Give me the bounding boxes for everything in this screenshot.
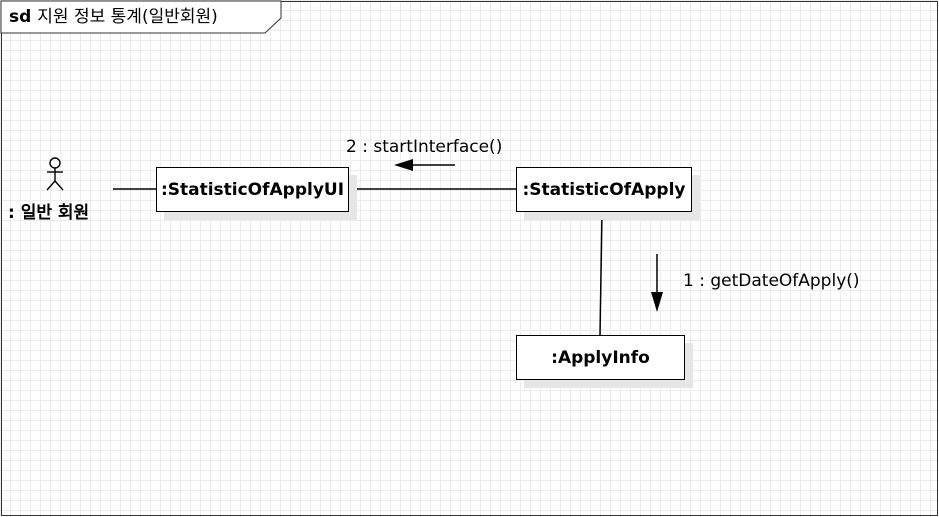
link-stat-info	[599, 211, 603, 336]
frame-tab-shape	[0, 0, 282, 34]
actor-label: : 일반 회원	[8, 203, 90, 223]
stick-figure-icon	[46, 157, 64, 191]
frame-title-text: 지원 정보 통계(일반회원)	[37, 7, 218, 27]
lifeline-statistic-of-apply[interactable]: :StatisticOfApply	[516, 167, 692, 212]
lifeline-label: :StatisticOfApplyUI	[160, 179, 345, 200]
message-get-date-of-apply: 1 : getDateOfApply()	[683, 271, 860, 291]
lifeline-label: :StatisticOfApply	[522, 179, 686, 200]
frame-keyword: sd	[9, 7, 32, 27]
lifeline-statistic-of-apply-ui[interactable]: :StatisticOfApplyUI	[156, 167, 349, 212]
lifeline-label: :ApplyInfo	[551, 347, 650, 368]
message-start-interface: 2 : startInterface()	[346, 137, 503, 157]
message-arrow-left-icon	[394, 159, 455, 171]
lifeline-apply-info[interactable]: :ApplyInfo	[516, 335, 685, 380]
message-arrow-down-icon	[651, 254, 663, 312]
